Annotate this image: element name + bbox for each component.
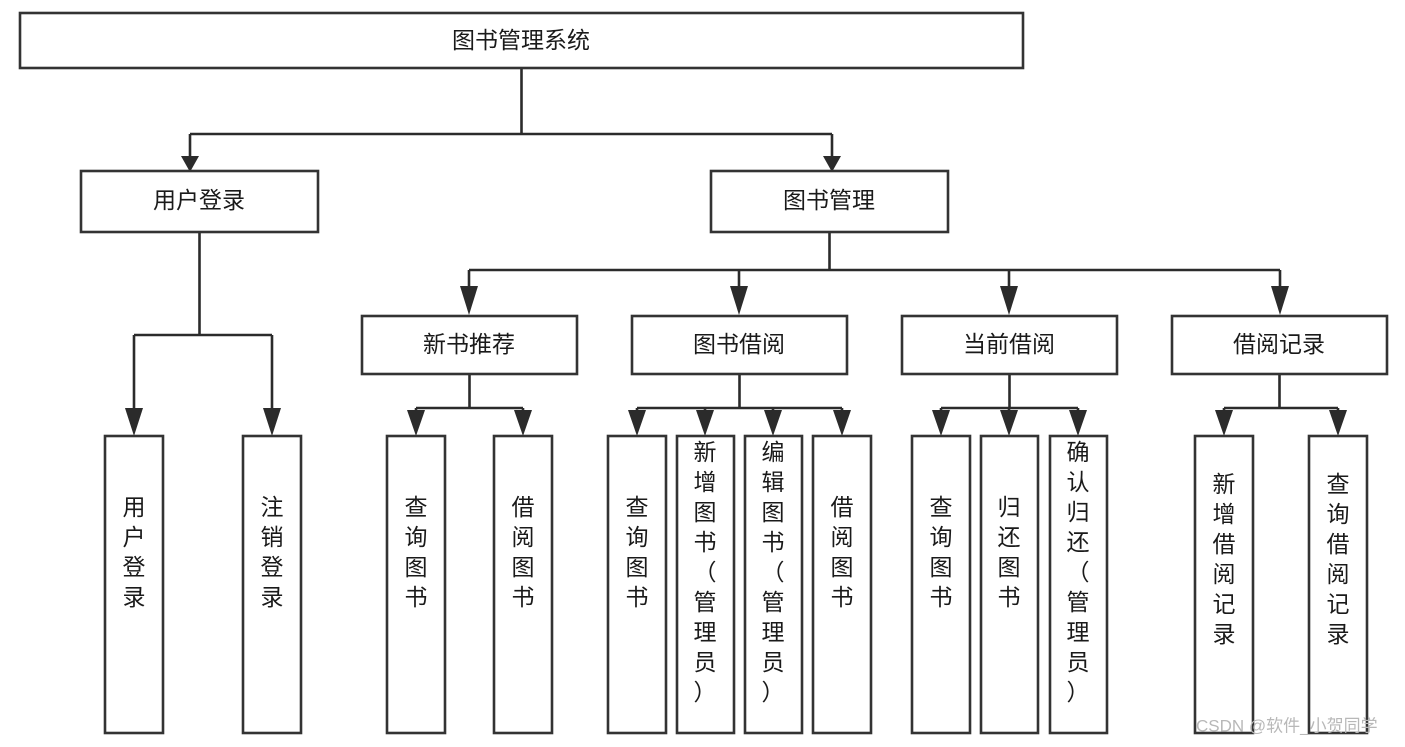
connector-root-to-level2 bbox=[181, 68, 841, 172]
node-current-borrow[interactable]: 当前借阅 bbox=[900, 314, 1119, 376]
connector-newbook-to-leaves bbox=[407, 374, 532, 436]
node-leaf-add-borrow-record-label: 新增借阅记录 bbox=[1213, 471, 1236, 647]
node-current-borrow-label: 当前借阅 bbox=[963, 331, 1055, 357]
node-leaf-logout-label: 注销登录 bbox=[261, 494, 284, 610]
connector-userlogin-to-leaves bbox=[125, 232, 281, 436]
node-leaf-query-book-borrow-label: 查询图书 bbox=[626, 494, 649, 610]
node-book-borrow[interactable]: 图书借阅 bbox=[630, 314, 849, 376]
node-user-login-label: 用户登录 bbox=[153, 187, 245, 213]
node-leaf-query-book-rec[interactable]: 查询图书 bbox=[385, 434, 447, 735]
node-leaf-edit-book-label: 编辑图书（管理员） bbox=[762, 439, 785, 705]
csdn-watermark: CSDN @软件_小贺同学 bbox=[1196, 716, 1378, 735]
node-leaf-logout[interactable]: 注销登录 bbox=[241, 434, 303, 735]
node-leaf-query-book-current-label: 查询图书 bbox=[930, 494, 953, 610]
node-new-book-recommend-label: 新书推荐 bbox=[423, 331, 515, 357]
node-leaf-query-borrow-record[interactable]: 查询借阅记录 bbox=[1307, 434, 1369, 735]
node-leaf-add-book[interactable]: 新增图书（管理员） bbox=[675, 434, 736, 735]
node-leaf-add-book-label: 新增图书（管理员） bbox=[694, 439, 717, 705]
connector-borrowrecord-to-leaves bbox=[1215, 374, 1347, 436]
node-borrow-record[interactable]: 借阅记录 bbox=[1170, 314, 1389, 376]
node-leaf-user-login-label: 用户登录 bbox=[123, 494, 146, 610]
node-leaf-query-book-borrow[interactable]: 查询图书 bbox=[606, 434, 668, 735]
node-leaf-query-book-rec-label: 查询图书 bbox=[405, 494, 428, 610]
node-new-book-recommend[interactable]: 新书推荐 bbox=[360, 314, 579, 376]
node-leaf-return-book-label: 归还图书 bbox=[998, 494, 1021, 610]
node-book-borrow-label: 图书借阅 bbox=[693, 331, 785, 357]
node-leaf-query-borrow-record-label: 查询借阅记录 bbox=[1327, 471, 1350, 647]
node-leaf-edit-book[interactable]: 编辑图书（管理员） bbox=[743, 434, 804, 735]
node-leaf-confirm-return-label: 确认归还（管理员） bbox=[1067, 439, 1090, 705]
node-borrow-record-label: 借阅记录 bbox=[1233, 331, 1325, 357]
node-leaf-confirm-return[interactable]: 确认归还（管理员） bbox=[1048, 434, 1109, 735]
node-root-label: 图书管理系统 bbox=[452, 27, 590, 53]
node-leaf-borrow-book-rec[interactable]: 借阅图书 bbox=[492, 434, 554, 735]
node-book-manage[interactable]: 图书管理 bbox=[709, 169, 950, 234]
connector-bookborrow-to-leaves bbox=[628, 374, 851, 436]
node-leaf-borrow-book-label: 借阅图书 bbox=[831, 494, 854, 610]
node-leaf-borrow-book-rec-label: 借阅图书 bbox=[512, 494, 535, 610]
node-leaf-add-borrow-record[interactable]: 新增借阅记录 bbox=[1193, 434, 1255, 735]
node-user-login[interactable]: 用户登录 bbox=[79, 169, 320, 234]
connector-currentborrow-to-leaves bbox=[932, 374, 1087, 436]
node-leaf-query-book-current[interactable]: 查询图书 bbox=[910, 434, 972, 735]
node-root[interactable]: 图书管理系统 bbox=[18, 11, 1025, 70]
node-book-manage-label: 图书管理 bbox=[783, 187, 875, 213]
node-leaf-return-book[interactable]: 归还图书 bbox=[979, 434, 1040, 735]
node-leaf-user-login[interactable]: 用户登录 bbox=[103, 434, 165, 735]
connector-bookmanage-to-level3 bbox=[460, 232, 1289, 315]
node-leaf-borrow-book[interactable]: 借阅图书 bbox=[811, 434, 873, 735]
